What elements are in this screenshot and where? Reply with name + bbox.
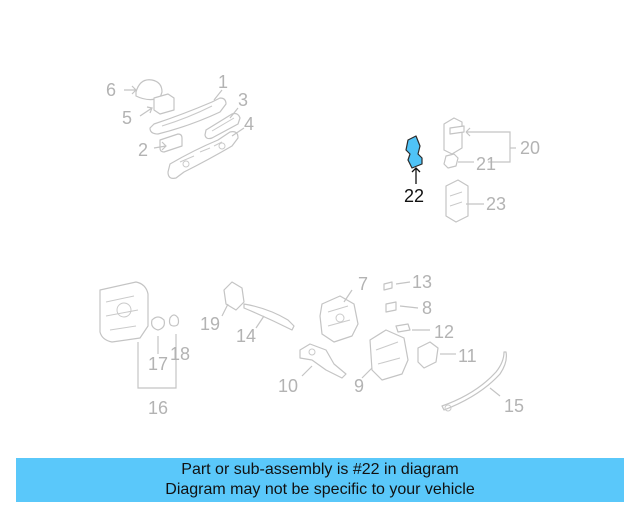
callout-14: 14 [236, 326, 256, 346]
callout-4: 4 [244, 114, 254, 134]
latch-group [319, 281, 507, 412]
callout-15: 15 [504, 396, 524, 416]
part-18-clip [168, 314, 180, 327]
info-banner: Part or sub-assembly is #22 in diagram D… [16, 458, 624, 502]
callout-7: 7 [358, 274, 368, 294]
callout-17: 17 [148, 354, 168, 374]
callout-19: 19 [200, 314, 220, 334]
part-22-highlighted [405, 135, 423, 169]
part-19-bracket [223, 281, 245, 311]
callout-22: 22 [404, 186, 424, 206]
part-12-screw [395, 323, 411, 333]
part-11-striker [417, 341, 439, 369]
rod-group [223, 281, 347, 379]
hinge-group [443, 117, 469, 223]
part-14-rod [243, 303, 295, 331]
part-20-hinge [443, 117, 463, 155]
part-2-gasket [159, 133, 183, 153]
banner-line-1: Part or sub-assembly is #22 in diagram [181, 461, 459, 478]
callout-12: 12 [434, 322, 454, 342]
callout-10: 10 [278, 376, 298, 396]
lock-module-group [99, 281, 180, 343]
part-21-pin [443, 153, 459, 169]
part-13-screw [383, 281, 393, 291]
callout-16: 16 [148, 398, 168, 418]
part-5-pad [153, 93, 175, 115]
callout-13: 13 [412, 272, 432, 292]
callout-20: 20 [520, 138, 540, 158]
part-8-bolt [385, 301, 397, 313]
part-6-cap [135, 79, 163, 101]
part-9-latch [369, 329, 409, 381]
part-17-grommet [151, 316, 165, 331]
callout-1: 1 [218, 72, 228, 92]
part-23-hinge [445, 179, 469, 223]
part-1-handle [149, 97, 227, 135]
callout-6: 6 [106, 80, 116, 100]
banner-line-2: Diagram may not be specific to your vehi… [165, 481, 475, 498]
part-15-cable [441, 351, 507, 411]
leader-22 [411, 167, 421, 184]
callout-8: 8 [422, 298, 432, 318]
callout-23: 23 [486, 194, 506, 214]
callout-3: 3 [238, 90, 248, 110]
part-10-bracket [299, 343, 347, 379]
callout-2: 2 [138, 140, 148, 160]
outside-handle-group [135, 79, 241, 179]
callout-5: 5 [122, 108, 132, 128]
callout-21: 21 [476, 154, 496, 174]
part-7-latch [319, 295, 359, 343]
callout-11: 11 [458, 346, 477, 366]
callout-9: 9 [354, 376, 364, 396]
part-16-module [99, 281, 149, 343]
callout-18: 18 [170, 344, 190, 364]
